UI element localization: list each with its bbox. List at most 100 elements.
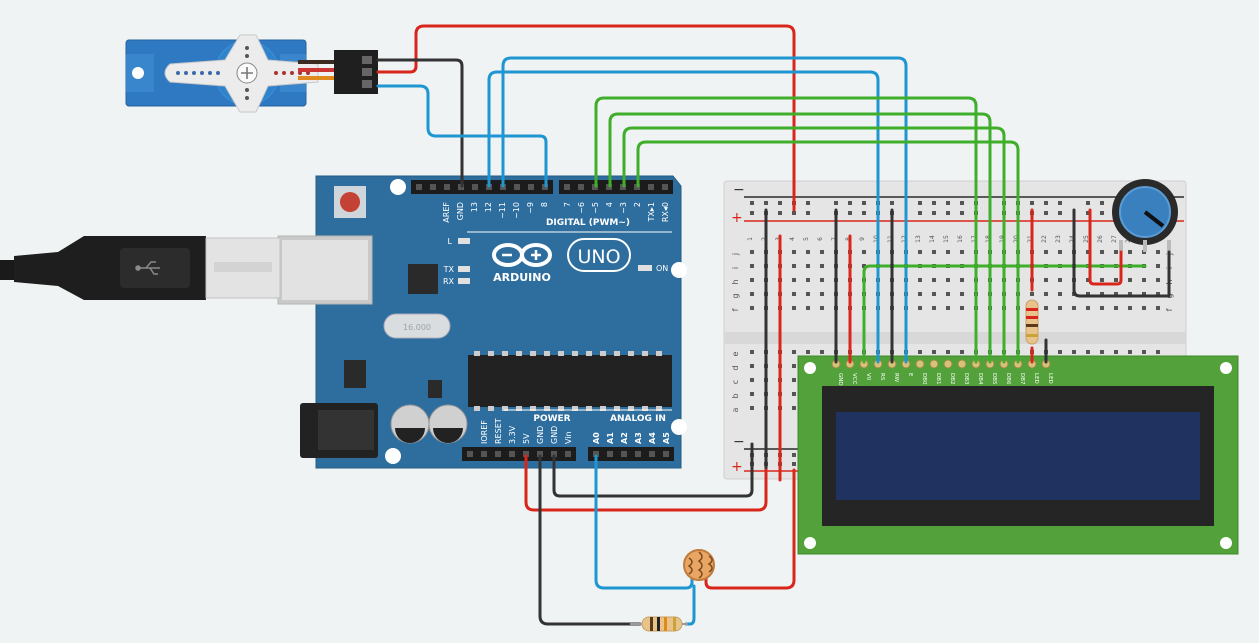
rail-hole[interactable] <box>1100 211 1104 215</box>
breadboard-hole[interactable] <box>1100 350 1104 354</box>
breadboard-hole[interactable] <box>750 406 754 410</box>
breadboard-hole[interactable] <box>1044 250 1048 254</box>
breadboard-hole[interactable] <box>932 250 936 254</box>
wire-5v[interactable] <box>524 454 768 512</box>
breadboard-hole[interactable] <box>1142 350 1146 354</box>
breadboard-hole[interactable] <box>792 292 796 296</box>
breadboard-hole[interactable] <box>750 392 754 396</box>
header-socket[interactable] <box>444 184 450 190</box>
breadboard-hole[interactable] <box>750 350 754 354</box>
breadboard-hole[interactable] <box>792 278 796 282</box>
rail-hole[interactable] <box>778 201 782 205</box>
breadboard-hole[interactable] <box>750 378 754 382</box>
breadboard-hole[interactable] <box>1086 350 1090 354</box>
breadboard-hole[interactable] <box>1156 278 1160 282</box>
rail-hole[interactable] <box>750 201 754 205</box>
rail-hole[interactable] <box>1086 211 1090 215</box>
header-socket[interactable] <box>648 184 654 190</box>
breadboard-hole[interactable] <box>1156 264 1160 268</box>
breadboard-hole[interactable] <box>1156 292 1160 296</box>
breadboard-hole[interactable] <box>932 350 936 354</box>
breadboard-hole[interactable] <box>792 250 796 254</box>
breadboard-hole[interactable] <box>1156 250 1160 254</box>
breadboard-hole[interactable] <box>960 250 964 254</box>
breadboard-hole[interactable] <box>820 250 824 254</box>
breadboard-hole[interactable] <box>1156 350 1160 354</box>
breadboard-hole[interactable] <box>820 278 824 282</box>
lcd-pin[interactable] <box>929 359 939 369</box>
resistor-lcd-backlight[interactable] <box>1025 299 1039 345</box>
breadboard-hole[interactable] <box>1044 278 1048 282</box>
rail-hole[interactable] <box>834 201 838 205</box>
rail-hole[interactable] <box>778 211 782 215</box>
breadboard-hole[interactable] <box>918 292 922 296</box>
header-socket[interactable] <box>416 184 422 190</box>
rail-hole[interactable] <box>848 201 852 205</box>
breadboard-hole[interactable] <box>1100 306 1104 310</box>
breadboard-hole[interactable] <box>1100 292 1104 296</box>
breadboard-hole[interactable] <box>932 292 936 296</box>
rail-hole[interactable] <box>960 211 964 215</box>
breadboard-hole[interactable] <box>806 292 810 296</box>
wire-pot-gnd[interactable] <box>1072 208 1171 298</box>
breadboard-hole[interactable] <box>1142 306 1146 310</box>
rail-hole[interactable] <box>806 201 810 205</box>
breadboard-hole[interactable] <box>946 350 950 354</box>
breadboard-hole[interactable] <box>946 278 950 282</box>
rail-hole[interactable] <box>1100 201 1104 205</box>
breadboard-hole[interactable] <box>820 350 824 354</box>
breadboard-hole[interactable] <box>946 292 950 296</box>
breadboard-hole[interactable] <box>932 306 936 310</box>
arduino-uno-board[interactable]: 16.000 L TX RX ON ARDUINO UNO DIGITAL (P… <box>277 175 687 469</box>
breadboard-hole[interactable] <box>1086 250 1090 254</box>
breadboard-hole[interactable] <box>1030 292 1034 296</box>
breadboard-hole[interactable] <box>792 264 796 268</box>
breadboard-hole[interactable] <box>918 278 922 282</box>
lcd-pin[interactable] <box>943 359 953 369</box>
breadboard-hole[interactable] <box>750 364 754 368</box>
breadboard-hole[interactable] <box>1128 350 1132 354</box>
breadboard-hole[interactable] <box>1044 292 1048 296</box>
resistor-ldr-pulldown[interactable] <box>630 616 688 632</box>
wire-ldr-resistor-gnd[interactable] <box>538 454 642 626</box>
header-socket[interactable] <box>565 451 571 457</box>
breadboard-hole[interactable] <box>750 292 754 296</box>
header-socket[interactable] <box>649 451 655 457</box>
breadboard-hole[interactable] <box>1114 306 1118 310</box>
wire-pot-vcc[interactable] <box>1088 208 1123 286</box>
breadboard-hole[interactable] <box>820 264 824 268</box>
breadboard-hole[interactable] <box>1156 306 1160 310</box>
header-socket[interactable] <box>621 451 627 457</box>
breadboard-hole[interactable] <box>750 250 754 254</box>
breadboard-hole[interactable] <box>1058 350 1062 354</box>
breadboard-hole[interactable] <box>1044 306 1048 310</box>
rail-hole[interactable] <box>946 201 950 205</box>
rail-hole[interactable] <box>862 211 866 215</box>
header-socket[interactable] <box>607 451 613 457</box>
header-socket[interactable] <box>564 184 570 190</box>
breadboard-hole[interactable] <box>960 292 964 296</box>
header-socket[interactable] <box>662 184 668 190</box>
breadboard-hole[interactable] <box>1058 306 1062 310</box>
rail-hole[interactable] <box>792 462 796 466</box>
servo-motor[interactable] <box>125 34 378 113</box>
breadboard-hole[interactable] <box>1086 292 1090 296</box>
header-socket[interactable] <box>472 184 478 190</box>
breadboard-hole[interactable] <box>1114 292 1118 296</box>
wire-enable[interactable] <box>501 56 908 364</box>
breadboard-hole[interactable] <box>1142 278 1146 282</box>
rail-hole[interactable] <box>960 201 964 205</box>
breadboard-hole[interactable] <box>1114 250 1118 254</box>
breadboard-hole[interactable] <box>820 292 824 296</box>
breadboard-hole[interactable] <box>806 350 810 354</box>
breadboard-hole[interactable] <box>1072 350 1076 354</box>
breadboard-hole[interactable] <box>820 306 824 310</box>
rail-hole[interactable] <box>1058 201 1062 205</box>
rail-hole[interactable] <box>932 201 936 205</box>
rail-hole[interactable] <box>1058 211 1062 215</box>
wire-servo-power[interactable] <box>376 24 796 212</box>
breadboard-hole[interactable] <box>1058 278 1062 282</box>
wire-v0-contrast[interactable] <box>862 264 1147 364</box>
wire-servo-ground[interactable] <box>376 58 464 188</box>
